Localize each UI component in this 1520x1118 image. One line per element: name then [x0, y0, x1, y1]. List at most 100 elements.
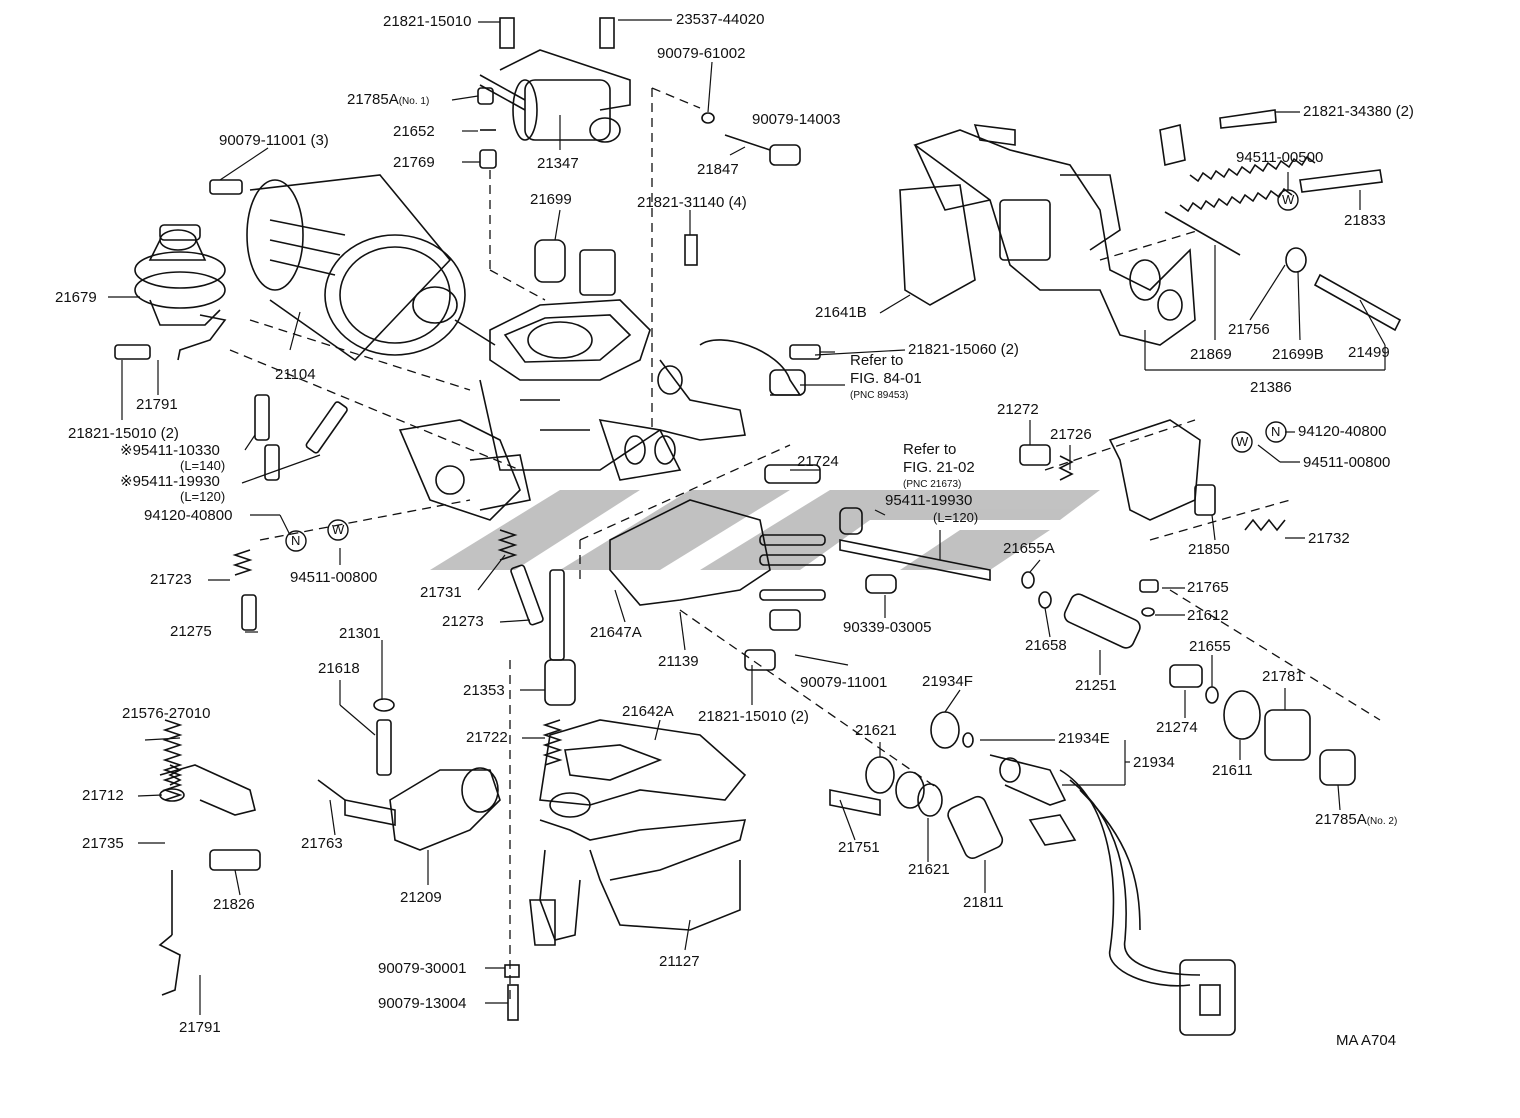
nut-symbol [285, 530, 307, 552]
washer-symbols [285, 189, 1299, 552]
figure-ref-84-01: FIG. 84-01 [850, 370, 922, 387]
part-label-21679: 21679 [55, 289, 97, 306]
part-label-21274: 21274 [1156, 719, 1198, 736]
refer-to-label-2: Refer to [903, 441, 957, 458]
washer-symbol-letter: W [332, 522, 345, 537]
part-label-21781: 21781 [1262, 668, 1304, 685]
part-label-95411-19930b-length: (L=120) [933, 510, 979, 525]
part-label-21821-15010-top: 21821-15010 [383, 13, 472, 30]
part-label-21826: 21826 [213, 896, 255, 913]
part-label-21732: 21732 [1308, 530, 1350, 547]
part-label-21723: 21723 [150, 571, 192, 588]
part-label-21785a-no1: 21785A(No. 1) [347, 91, 430, 108]
part-label-21209: 21209 [400, 889, 442, 906]
part-label-90079-61002: 90079-61002 [657, 45, 746, 62]
motor-housing [246, 174, 496, 362]
part-label-21934: 21934 [1133, 754, 1175, 771]
part-label-90079-11001: 90079-11001 [800, 674, 888, 691]
nut-symbol [1265, 421, 1287, 443]
base-plate [529, 719, 747, 946]
part-label-21251: 21251 [1075, 677, 1117, 694]
part-label-21275: 21275 [170, 623, 212, 640]
part-label-95411-19930: ※95411-19930 [120, 473, 220, 490]
refer-to-label-1: Refer to [850, 352, 904, 369]
part-label-21655: 21655 [1189, 638, 1231, 655]
part-label-21699: 21699 [530, 191, 572, 208]
part-label-21127: 21127 [659, 953, 700, 970]
figure-ref-21-02: FIG. 21-02 [903, 459, 975, 476]
sensor-harness [989, 754, 1236, 1036]
part-label-21934e: 21934E [1058, 730, 1110, 747]
diagram-code: MA A704 [1336, 1032, 1397, 1049]
part-label-21869: 21869 [1190, 346, 1232, 363]
part-label-21712: 21712 [82, 787, 124, 804]
part-label-21576-27010: 21576-27010 [122, 705, 211, 722]
part-label-21273: 21273 [442, 613, 484, 630]
part-label-21821-31140: 21821-31140 (4) [637, 194, 747, 211]
part-label-21722: 21722 [466, 729, 508, 746]
springs-upper-right [1164, 109, 1402, 332]
part-label-21735: 21735 [82, 835, 124, 852]
link-rod [158, 719, 256, 996]
part-label-21499: 21499 [1348, 344, 1390, 361]
part-label-21821-15010-2a: 21821-15010 (2) [68, 425, 179, 442]
part-label-21347: 21347 [537, 155, 579, 172]
part-label-21699b: 21699B [1272, 346, 1324, 363]
part-label-21353: 21353 [463, 682, 505, 699]
washer-symbol-letter: W [1282, 192, 1295, 207]
part-label-90079-14003: 90079-14003 [752, 111, 841, 128]
part-label-21621b: 21621 [908, 861, 950, 878]
idle-up-actuator [479, 49, 631, 143]
part-label-21850: 21850 [1188, 541, 1230, 558]
part-label-21756: 21756 [1228, 321, 1270, 338]
part-label-95411-19930b: 95411-19930 [885, 492, 973, 509]
part-label-94120-40800a: 94120-40800 [144, 507, 233, 524]
nut-symbol-letter: N [1271, 424, 1281, 439]
nut-symbol-letter: N [291, 533, 301, 548]
part-label-95411-10330-length: (L=140) [180, 458, 226, 473]
part-label-90079-11001-3: 90079-11001 (3) [219, 132, 329, 149]
part-label-21655a: 21655A [1003, 540, 1055, 557]
part-label-21139: 21139 [658, 653, 699, 670]
part-label-21652: 21652 [393, 123, 435, 140]
part-label-21641b: 21641B [815, 304, 867, 321]
part-label-21386: 21386 [1250, 379, 1292, 396]
part-label-21769: 21769 [393, 154, 435, 171]
part-label-21611: 21611 [1212, 762, 1253, 779]
idle-valve-21209 [317, 767, 501, 851]
part-label-90339-03005: 90339-03005 [843, 619, 932, 636]
part-label-21726: 21726 [1050, 426, 1092, 443]
part-label-21765: 21765 [1187, 579, 1229, 596]
part-label-21612: 21612 [1187, 607, 1229, 624]
part-label-94511-00800a: 94511-00800 [290, 569, 378, 586]
washer-symbol [1277, 189, 1299, 211]
leader-lines [108, 19, 1386, 1015]
watermark-logo [430, 490, 1100, 570]
part-label-21821-34380: 21821-34380 (2) [1303, 103, 1414, 120]
part-label-94120-40800b: 94120-40800 [1298, 423, 1387, 440]
part-label-95411-19930-length: (L=120) [180, 489, 226, 504]
washer-symbol-letter: W [1236, 434, 1249, 449]
part-label-21821-15060: 21821-15060 (2) [908, 341, 1019, 358]
part-label-21272: 21272 [997, 401, 1039, 418]
part-label-21731: 21731 [420, 584, 462, 601]
part-label-94511-00500: 94511-00500 [1236, 149, 1324, 166]
part-label-21642a: 21642A [622, 703, 674, 720]
part-label-21791b: 21791 [179, 1019, 221, 1036]
vacuum-diaphragm [134, 224, 227, 361]
upper-right-assembly [899, 124, 1196, 346]
part-label-21618: 21618 [318, 660, 360, 677]
part-label-21763: 21763 [301, 835, 343, 852]
guide-lines [229, 87, 1381, 1000]
part-label-21785a-no2: 21785A(No. 2) [1315, 811, 1398, 828]
part-label-21847: 21847 [697, 161, 739, 178]
pnc-ref-21673: (PNC 21673) [903, 479, 962, 490]
part-label-21301: 21301 [339, 625, 381, 642]
pnc-ref-89453: (PNC 89453) [850, 390, 909, 401]
part-label-21621a: 21621 [855, 722, 897, 739]
washer-symbol [327, 519, 349, 541]
part-label-21791a: 21791 [136, 396, 178, 413]
part-label-21658: 21658 [1025, 637, 1067, 654]
part-label-21934f: 21934F [922, 673, 973, 690]
